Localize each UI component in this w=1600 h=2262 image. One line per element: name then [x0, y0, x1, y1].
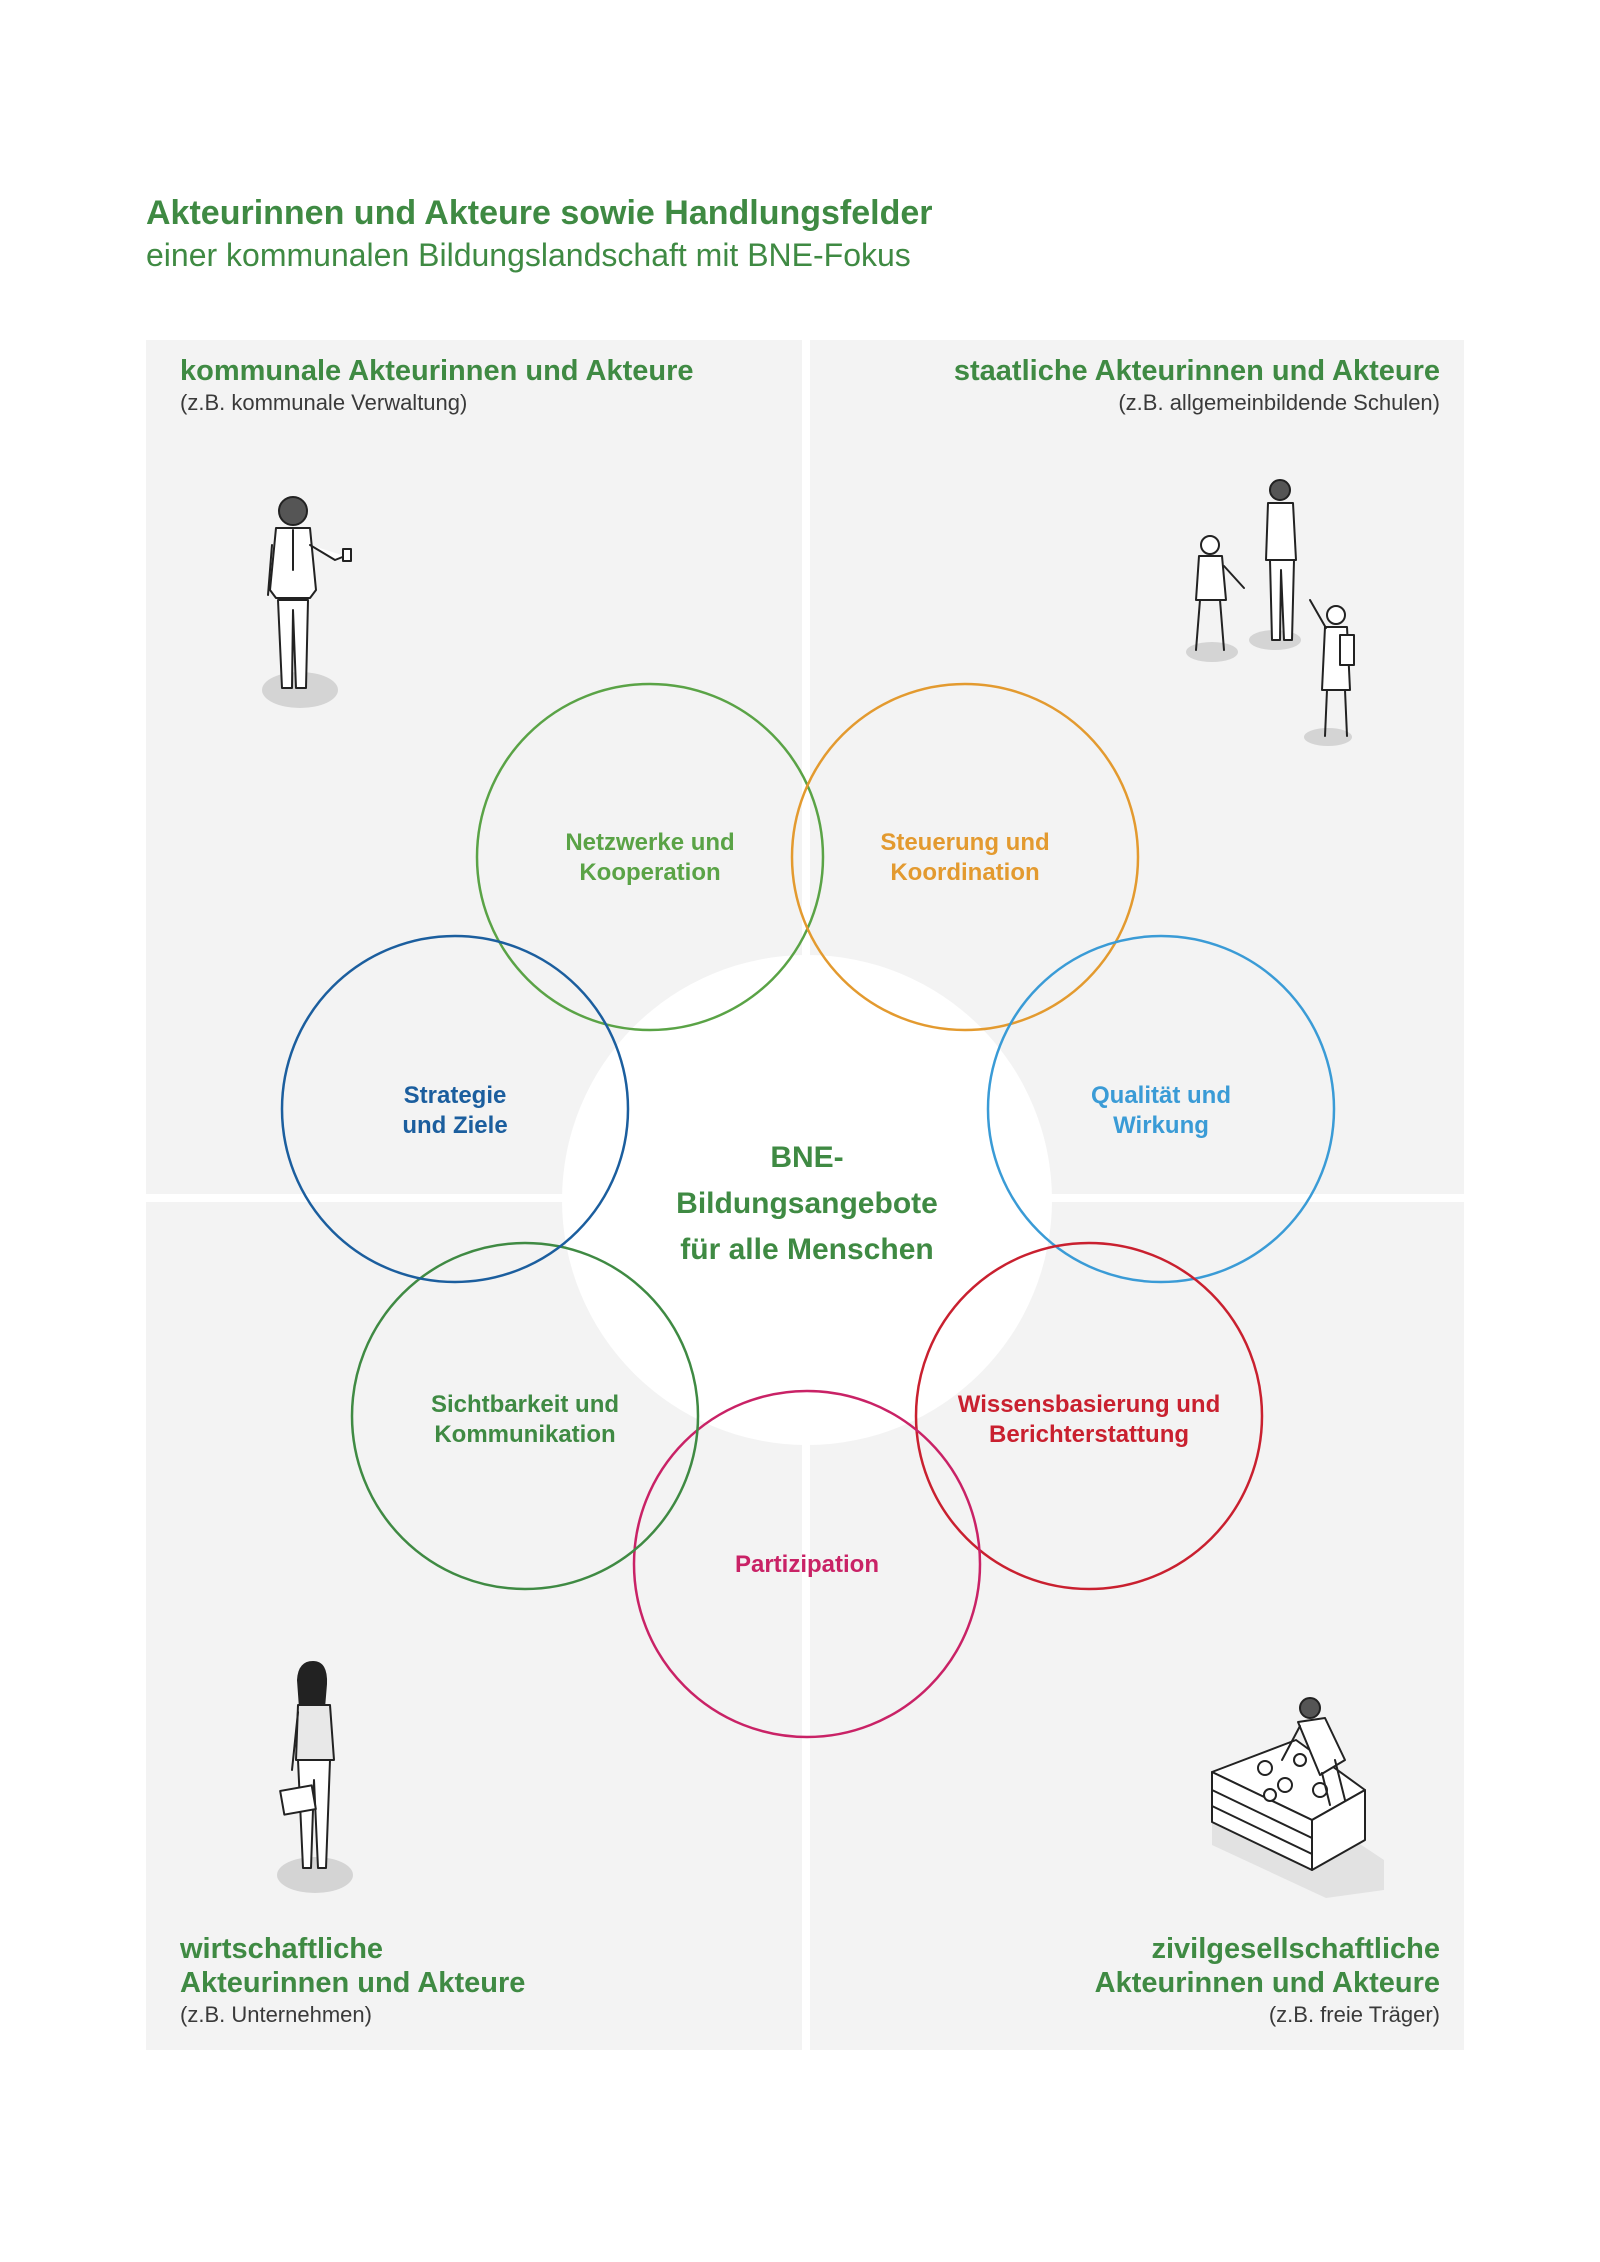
circle-quality — [986, 934, 1336, 1284]
circle-participation — [632, 1389, 982, 1739]
center-label-2: Bildungsangebote — [676, 1187, 938, 1220]
center-label-1: BNE- — [770, 1141, 843, 1174]
label-state-actors: staatliche Akteurinnen und Akteure (z.B.… — [954, 354, 1440, 418]
participation-label: Partizipation — [735, 1551, 879, 1578]
strategy-label-1: Strategie — [404, 1082, 507, 1109]
visibility-label-1: Sichtbarkeit und — [431, 1391, 619, 1418]
label-municipal-actors: kommunale Akteurinnen und Akteure (z.B. … — [180, 354, 694, 418]
circle-strategy — [280, 934, 630, 1284]
knowledge-label-1: Wissensbasierung und — [958, 1391, 1221, 1418]
networks-label-1: Netzwerke und — [565, 829, 734, 856]
networks-label-2: Kooperation — [579, 859, 720, 886]
diagram-title: Akteurinnen und Akteure sowie Handlungsf… — [146, 192, 933, 276]
municipal-actors-heading: kommunale Akteurinnen und Akteure — [180, 355, 694, 387]
quality-label-1: Qualität und — [1091, 1082, 1231, 1109]
circle-networks — [475, 682, 825, 1032]
municipal-actors-example: (z.B. kommunale Verwaltung) — [180, 390, 468, 415]
civil-society-actors-example: (z.B. freie Träger) — [1268, 2002, 1440, 2027]
circle-visibility — [350, 1241, 700, 1591]
circle-steering — [790, 682, 1140, 1032]
steering-label-2: Koordination — [890, 859, 1039, 886]
quality-label-2: Wirkung — [1113, 1112, 1209, 1139]
visibility-label-2: Kommunikation — [434, 1421, 615, 1448]
teacher-with-schoolchildren-icon — [1186, 479, 1355, 746]
label-business-actors: wirtschaftliche Akteurinnen und Akteure … — [180, 1932, 525, 2030]
steering-label-1: Steuerung und — [880, 829, 1049, 856]
title-line-2: einer kommunalen Bildungslandschaft mit … — [146, 237, 911, 273]
center-disc — [562, 955, 1052, 1445]
center-label-3: für alle Menschen — [680, 1233, 933, 1266]
businessman-with-phone-icon — [262, 496, 352, 708]
circle-knowledge — [914, 1241, 1264, 1591]
title-line-1: Akteurinnen und Akteure sowie Handlungsf… — [146, 194, 933, 232]
woman-with-briefcase-icon — [277, 1661, 353, 1893]
civil-society-actors-heading-1: zivilgesellschaftliche — [1151, 1933, 1440, 1965]
label-civil-society-actors: zivilgesellschaftliche Akteurinnen und A… — [1095, 1932, 1440, 2030]
state-actors-example: (z.B. allgemeinbildende Schulen) — [1118, 390, 1440, 415]
business-actors-heading-1: wirtschaftliche — [180, 1933, 384, 1965]
business-actors-heading-2: Akteurinnen und Akteure — [180, 1967, 526, 1999]
strategy-label-2: und Ziele — [402, 1112, 507, 1139]
civil-society-actors-heading-2: Akteurinnen und Akteure — [1094, 1967, 1440, 1999]
gardener-at-raised-bed-icon — [1211, 1697, 1384, 1898]
state-actors-heading: staatliche Akteurinnen und Akteure — [953, 355, 1440, 387]
knowledge-label-2: Berichterstattung — [989, 1421, 1189, 1448]
business-actors-example: (z.B. Unternehmen) — [180, 2002, 372, 2027]
